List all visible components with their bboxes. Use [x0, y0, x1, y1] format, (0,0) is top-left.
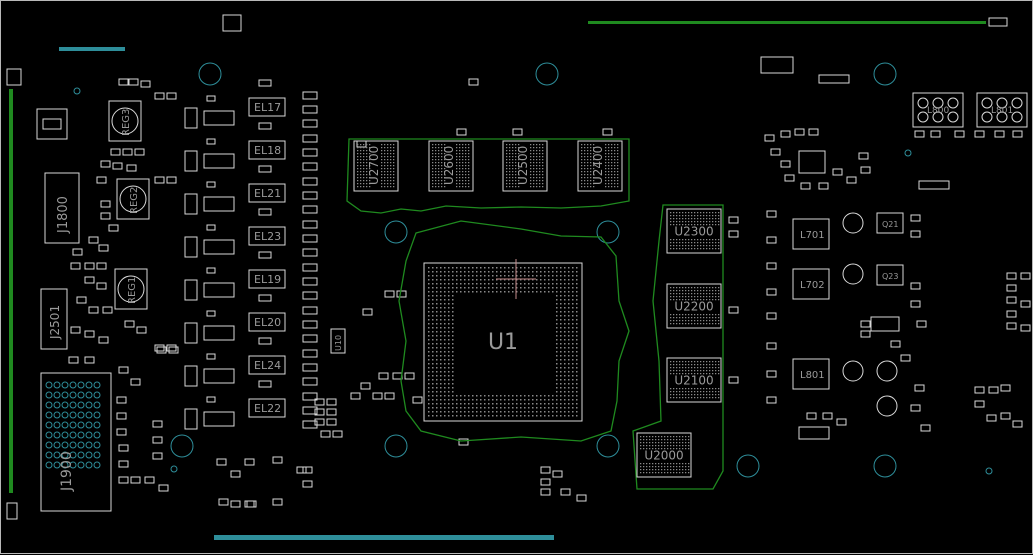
- memory-u2500-label: U2500: [516, 146, 530, 185]
- l801-label: L801: [800, 370, 825, 381]
- connector-j1900-label: J1900: [59, 451, 75, 492]
- q21-label: Q21: [882, 220, 898, 229]
- memory-u2200: U2200: [666, 283, 722, 329]
- memory-u2700-label: U2700: [367, 146, 381, 185]
- gpu-u1-label: U1: [488, 330, 518, 355]
- memory-u2300-label: U2300: [674, 224, 713, 238]
- reg1-label: REG1: [127, 277, 138, 304]
- memory-u2400-label: U2400: [591, 146, 605, 185]
- inductor-el21-label: EL21: [254, 187, 281, 200]
- memory-u2000-label: U2000: [644, 448, 683, 462]
- inductor-el19-label: EL19: [254, 273, 281, 286]
- reg3-label: REG3: [121, 109, 132, 136]
- memory-u2600-label: U2600: [442, 146, 456, 185]
- inductor-el18-label: EL18: [254, 144, 281, 157]
- q23-label: Q23: [882, 272, 898, 281]
- gpu-u1: [423, 262, 583, 422]
- memory-u2500: U2500: [502, 140, 548, 192]
- l801b-label: L801: [991, 106, 1013, 116]
- l701-label: L701: [800, 230, 825, 241]
- memory-u2200-label: U2200: [674, 299, 713, 313]
- memory-u2400: U2400: [577, 140, 623, 192]
- u10-label: U10: [334, 335, 343, 351]
- inductor-el20-label: EL20: [254, 316, 281, 329]
- memory-u2600: U2600: [428, 140, 474, 192]
- left-edge-trace: [9, 89, 13, 493]
- mounting-holes: [73, 62, 993, 478]
- l702-label: L702: [800, 280, 825, 291]
- memory-u2000: U2000: [636, 432, 692, 478]
- inductor-el22-label: EL22: [254, 402, 281, 415]
- connector-j1900: [40, 372, 112, 512]
- l800-label: L800: [927, 106, 949, 116]
- connector-j2501: [40, 288, 68, 350]
- memory-u2100-label: U2100: [674, 373, 713, 387]
- memory-u2100: U2100: [666, 357, 722, 403]
- reg2-label: REG2: [129, 187, 140, 214]
- connector-j1800: [44, 172, 80, 244]
- regulators: REG3 REG2 REG1: [108, 100, 150, 310]
- memory-u2700: U2700: [353, 140, 399, 192]
- inductor-el23-label: EL23: [254, 230, 281, 243]
- top-edge-trace: [588, 21, 986, 24]
- inductor-el17-label: EL17: [254, 101, 281, 114]
- power-right: L701 L702 L801 Q21 Q23 L800 L801: [760, 56, 1028, 440]
- bottom-edge-connector: [214, 535, 554, 540]
- connector-j1800-label: J1800: [56, 196, 71, 234]
- inductor-el24-label: EL24: [254, 359, 281, 372]
- memory-top-row: U2700 U2600 U2500 U2400: [353, 140, 623, 192]
- memory-u2300: U2300: [666, 208, 722, 254]
- connector-j2501-label: J2501: [48, 305, 62, 340]
